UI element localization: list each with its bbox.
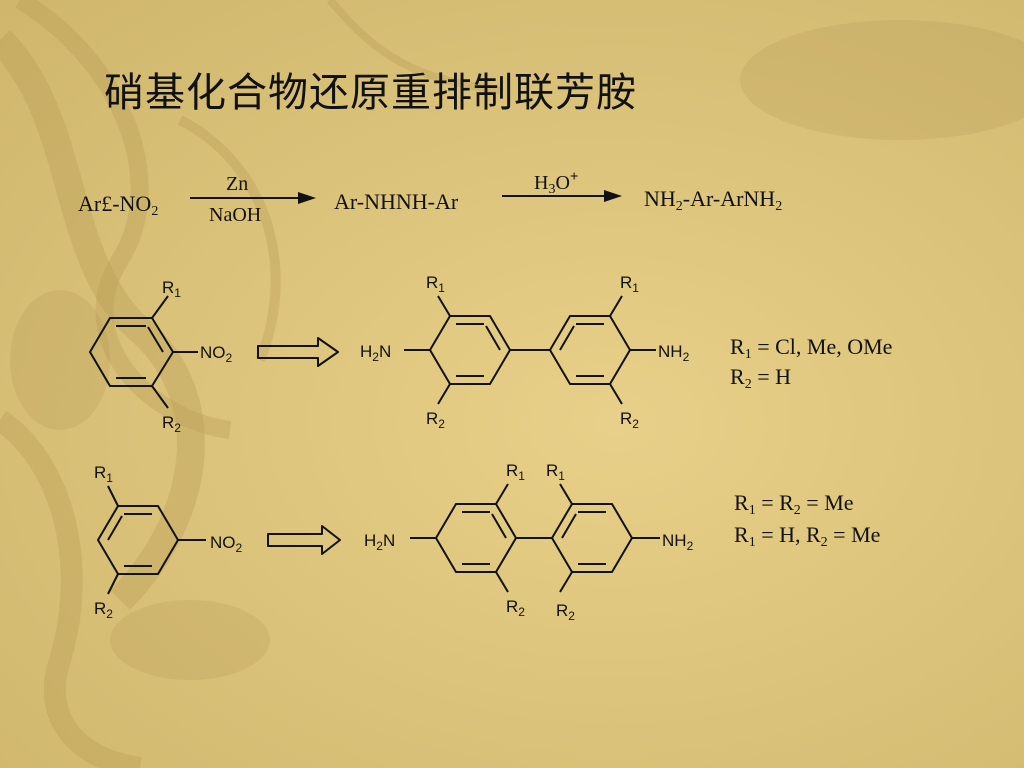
reagent-zn: Zn [226, 173, 249, 195]
scheme2-reactant-r1: R1 [94, 463, 113, 485]
scheme2-condition-1: R1 = R2 = Me [734, 490, 854, 518]
scheme1-condition-1: R1 = Cl, Me, OMe [730, 334, 893, 362]
scheme2-reactant-r2: R2 [94, 599, 113, 621]
scheme2-product-ring-right [551, 503, 633, 573]
scheme2-product-r1-left: R1 [506, 461, 525, 483]
scheme1-open-arrow [257, 337, 339, 367]
reagent-naoh: NaOH [209, 204, 262, 226]
scheme2-product-r2-right: R2 [556, 601, 575, 623]
slide-title: 硝基化合物还原重排制联芳胺 [104, 70, 637, 116]
product-formula: NH2-Ar-ArNH2 [644, 186, 783, 214]
scheme2-condition-2: R1 = H, R2 = Me [734, 522, 881, 550]
scheme2-product-r1-right: R1 [546, 461, 565, 483]
scheme2-reactant-ring [97, 505, 179, 575]
scheme1-product-nh2: NH2 [658, 342, 690, 364]
scheme1-reactant-no2: NO2 [200, 343, 233, 365]
scheme1-condition-2: R2 = H [730, 364, 791, 392]
scheme2-product-nh2: NH2 [662, 531, 694, 553]
reagent-h3o-plus: H3O+ [534, 169, 579, 197]
reactant-formula: Ar£-NO2 [78, 191, 159, 219]
scheme2-reactant-no2: NO2 [210, 533, 243, 555]
scheme2-product-h2n: H2N [364, 531, 395, 553]
scheme2-product-ring-left [435, 503, 517, 573]
scheme2-open-arrow [267, 525, 341, 555]
scheme1-product-h2n: H2N [360, 342, 391, 364]
intermediate-formula: Ar-NHNH-Ar [334, 189, 459, 214]
scheme2-product-r2-left: R2 [506, 597, 525, 619]
